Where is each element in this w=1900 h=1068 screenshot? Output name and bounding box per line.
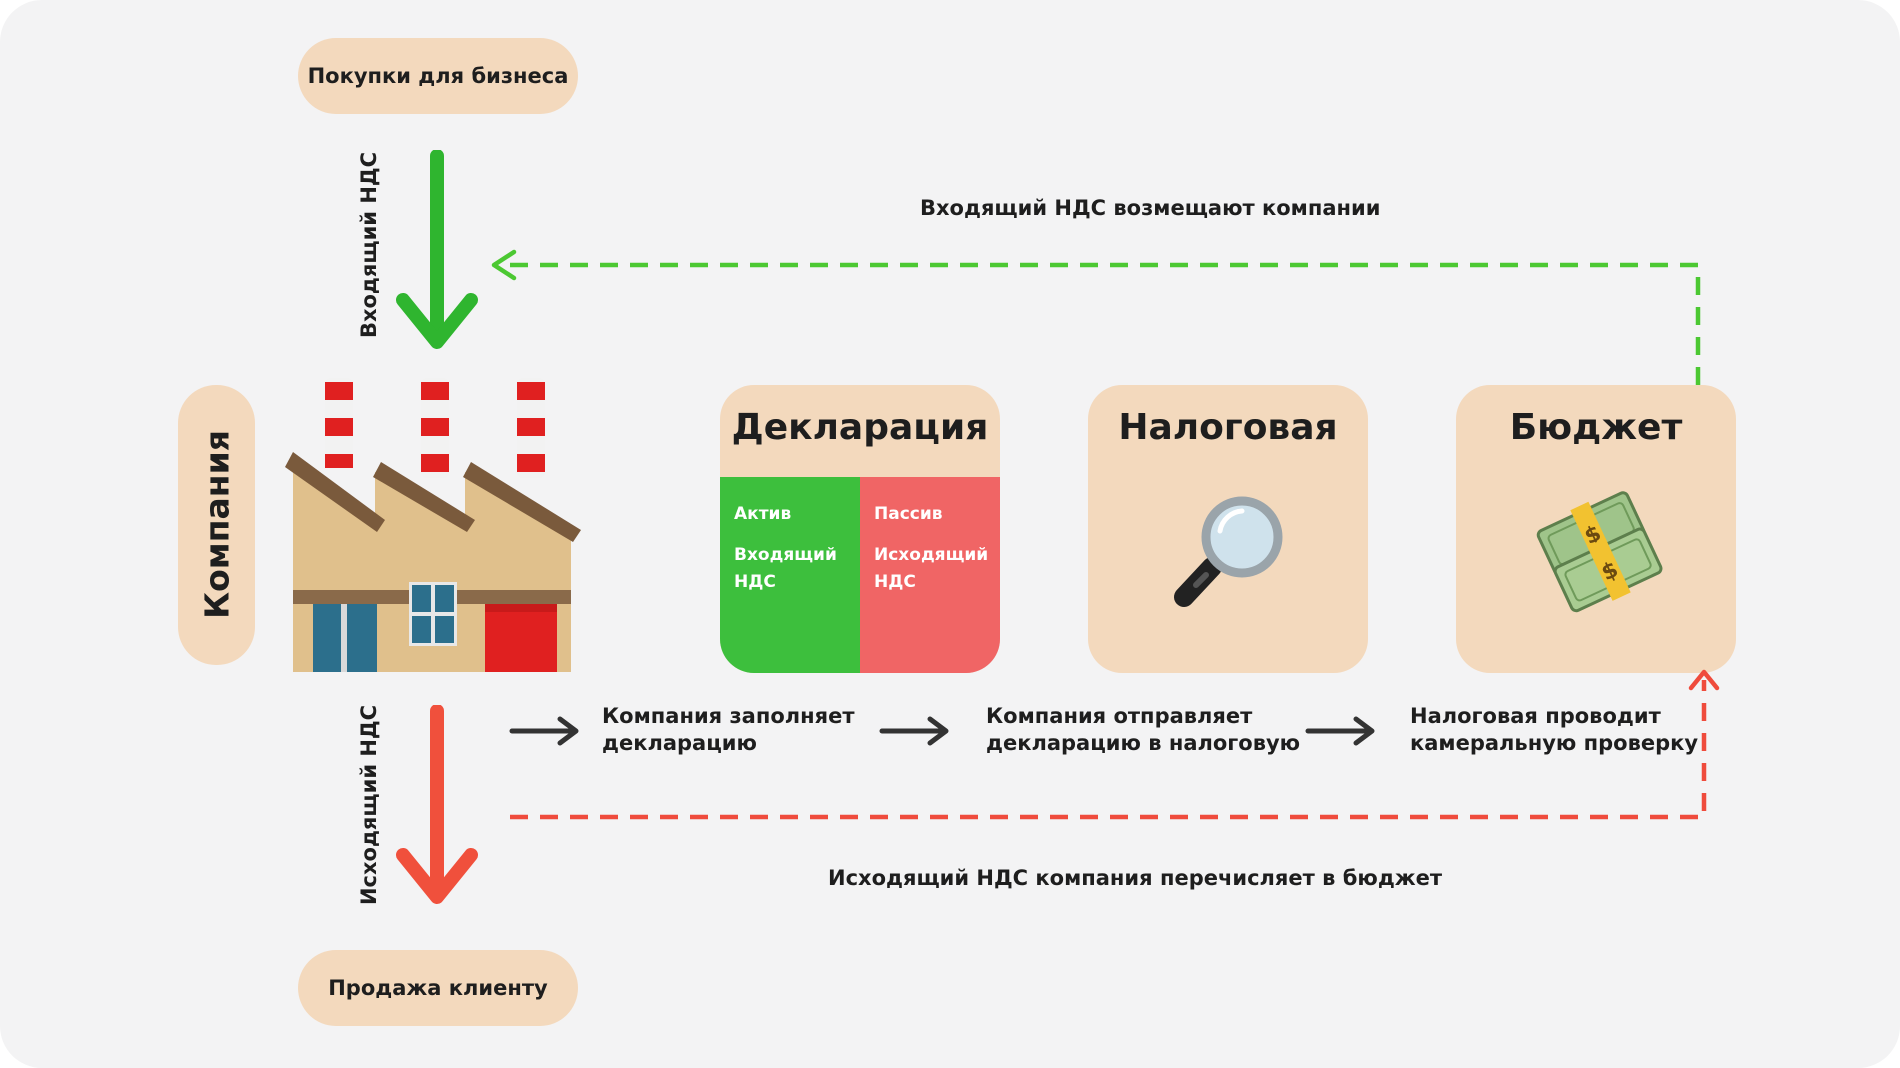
purchases-pill: Покупки для бизнеса (298, 38, 578, 114)
active-line2: НДС (734, 572, 776, 592)
active-title: Актив (734, 504, 792, 524)
magnifier-icon (1174, 496, 1283, 607)
transfer-note: Исходящий НДС компания перечисляет в бюд… (828, 866, 1443, 890)
sale-pill: Продажа клиенту (298, 950, 578, 1026)
declaration-title: Декларация (731, 407, 989, 448)
passive-line2: НДС (874, 572, 916, 592)
passive-title: Пассив (874, 504, 943, 524)
step-desk-audit: Налоговая проводит камеральную проверку (1410, 704, 1699, 755)
purchases-label: Покупки для бизнеса (307, 64, 569, 88)
active-line1: Входящий (734, 545, 837, 565)
sale-label: Продажа клиенту (328, 976, 548, 1000)
passive-line1: Исходящий (874, 545, 989, 565)
refund-note: Входящий НДС возмещают компании (920, 196, 1381, 220)
tax-office-title: Налоговая (1118, 407, 1338, 448)
output-vat-arrow (396, 705, 478, 904)
factory-icon (285, 378, 581, 672)
step-fill-declaration: Компания заполняет декларацию (602, 704, 855, 755)
tax-office-card: Налоговая (1088, 385, 1368, 673)
step-send-declaration: Компания отправляет декларацию в налогов… (986, 704, 1301, 755)
budget-card: Бюджет $ $ (1456, 385, 1736, 673)
input-vat-arrow (396, 150, 478, 349)
arrow-right-icon (1305, 716, 1375, 746)
arrow-right-icon (879, 716, 949, 746)
arrow-right-icon (509, 716, 579, 746)
declaration-passive-column: Пассив Исходящий НДС (860, 477, 1000, 673)
declaration-card: Декларация Актив Входящий НДС Пассив Исх… (720, 385, 1000, 673)
money-icon: $ $ (1536, 491, 1663, 613)
company-pill: Компания (178, 385, 255, 665)
budget-title: Бюджет (1509, 407, 1683, 448)
declaration-active-column: Актив Входящий НДС (720, 477, 860, 673)
